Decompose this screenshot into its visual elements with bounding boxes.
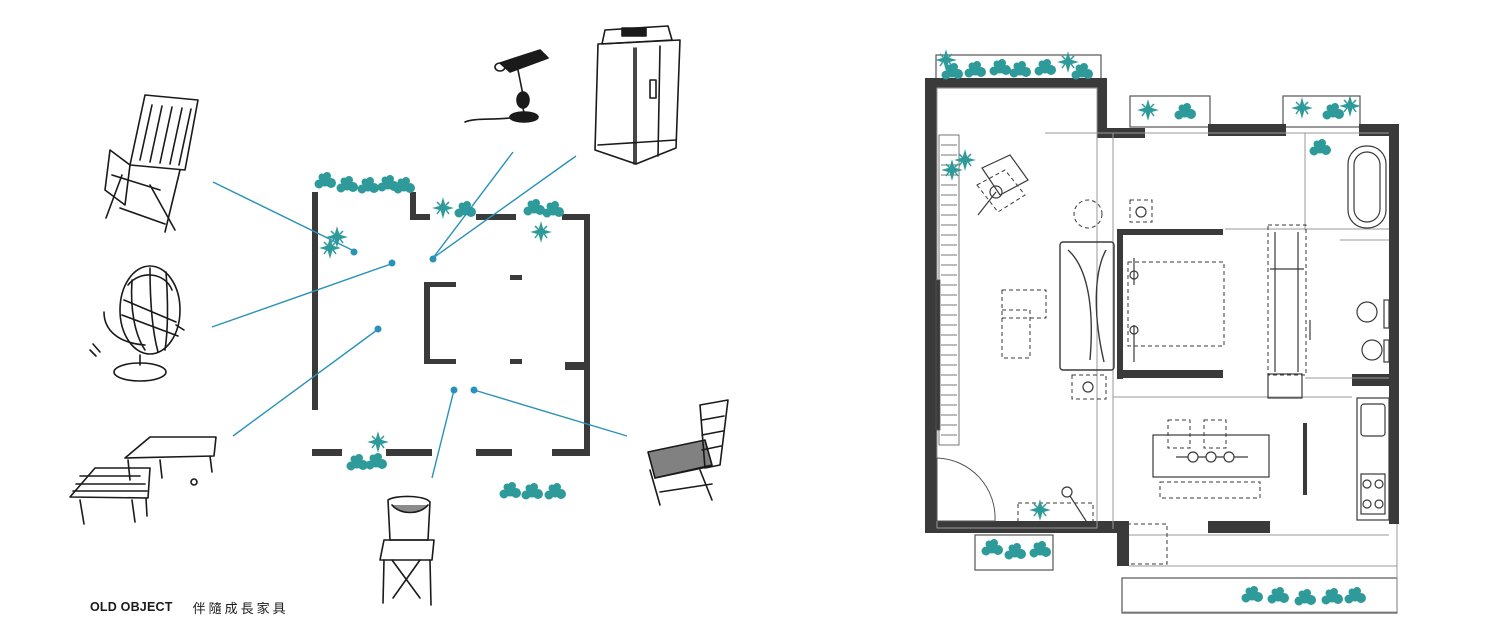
sofa bbox=[1059, 241, 1115, 371]
kitchen-island bbox=[1152, 423, 1307, 495]
folding-chair-icon bbox=[379, 495, 435, 606]
wooden-armchair-icon bbox=[647, 399, 729, 506]
misc-items bbox=[1061, 486, 1089, 525]
planter-boxes bbox=[935, 54, 1398, 614]
leader-lines bbox=[211, 151, 628, 479]
bathroom-fixtures bbox=[1309, 145, 1394, 363]
caption-title-en: OLD OBJECT bbox=[90, 600, 173, 614]
rattan-swivel-chair-icon bbox=[89, 265, 185, 382]
detailed-floor-plan bbox=[925, 50, 1399, 614]
dashed-furniture bbox=[976, 169, 1307, 565]
kitchen-counter bbox=[1356, 397, 1390, 521]
mini-plan-plants bbox=[314, 172, 566, 500]
mini-floor-plan bbox=[312, 192, 590, 456]
caption-title-zh: 伴隨成長家具 bbox=[192, 601, 289, 617]
caption: OLD OBJECT 伴隨成長家具 bbox=[90, 597, 289, 617]
wardrobe-icon bbox=[594, 25, 681, 165]
louver-strip bbox=[935, 134, 960, 446]
entry-door bbox=[936, 457, 996, 522]
leader-dots bbox=[350, 248, 478, 394]
lamp-icon bbox=[464, 49, 549, 123]
reading-armchair bbox=[977, 154, 1029, 216]
old-object-diagram bbox=[69, 25, 729, 606]
recliner-chair-icon bbox=[104, 94, 199, 233]
bed-area bbox=[1082, 206, 1304, 399]
low-tables-icon bbox=[69, 436, 217, 525]
